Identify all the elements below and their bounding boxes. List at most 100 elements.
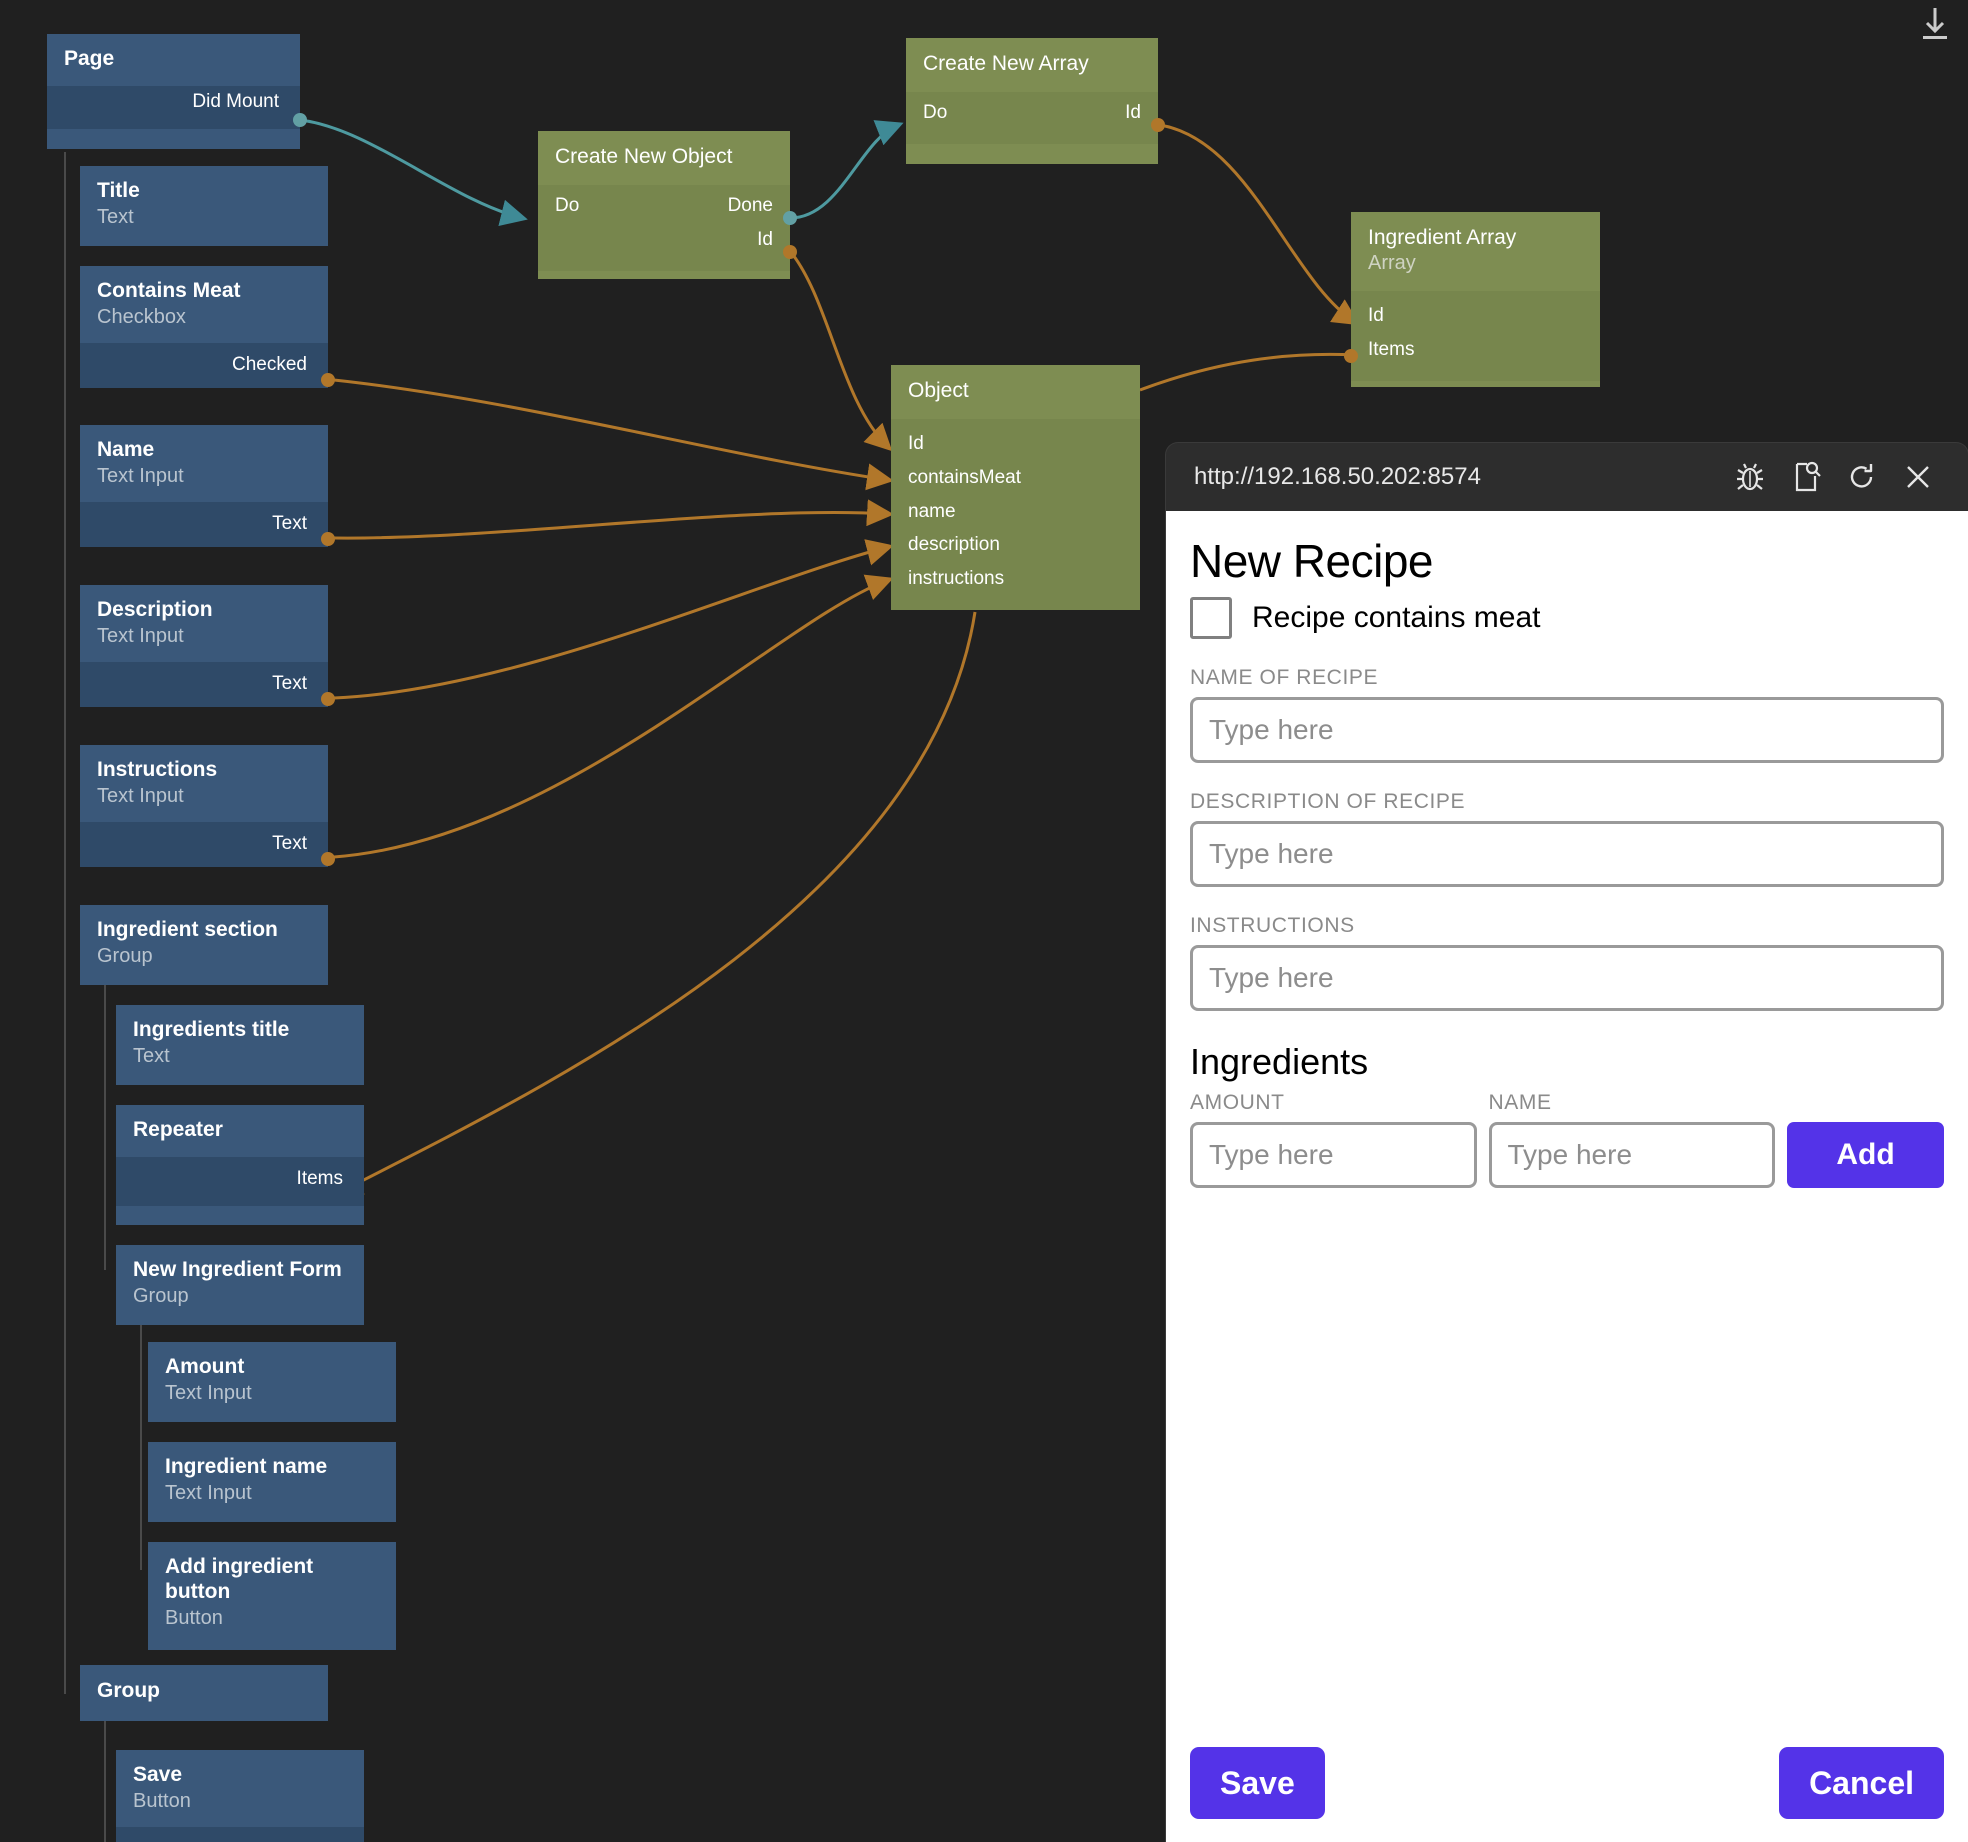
tree-node-add-ingredient-button[interactable]: Add ingredient button Button — [148, 1542, 396, 1650]
port-id[interactable]: Id — [1125, 102, 1141, 124]
tree-node-new-ingredient-form[interactable]: New Ingredient Form Group — [116, 1245, 364, 1325]
port-checked[interactable]: Checked — [232, 353, 307, 375]
port-description[interactable]: description — [908, 534, 1000, 556]
name-of-recipe-label: NAME OF RECIPE — [1190, 666, 1379, 690]
tree-node-page[interactable]: Page Did Mount — [47, 34, 300, 149]
port-do[interactable]: Do — [923, 102, 948, 124]
graph-node-create-new-object[interactable]: Create New Object Do Done Id — [538, 131, 790, 279]
port-did-mount[interactable]: Did Mount — [192, 90, 279, 112]
preview-toolbar: http://192.168.50.202:8574 — [1166, 443, 1968, 511]
tree-node-description[interactable]: Description Text Input Text — [80, 585, 328, 707]
instructions-input[interactable] — [1190, 945, 1944, 1012]
graph-port-row: description — [891, 528, 1140, 562]
tree-node-title-label: Add ingredient button — [165, 1555, 314, 1603]
ingredients-heading: Ingredients — [1190, 1041, 1369, 1083]
tree-node-name[interactable]: Name Text Input Text — [80, 425, 328, 547]
instructions-label: INSTRUCTIONS — [1190, 914, 1355, 938]
tree-node-ports: Text — [80, 821, 328, 867]
description-of-recipe-input[interactable] — [1190, 821, 1944, 888]
tree-node-instructions[interactable]: Instructions Text Input Text — [80, 745, 328, 867]
port-dot-items-array[interactable] — [1344, 349, 1358, 363]
port-items[interactable]: Items — [296, 1167, 343, 1189]
port-dot-text-instructions[interactable] — [321, 852, 335, 866]
inspect-page-icon[interactable] — [1778, 449, 1834, 505]
graph-node-ports: Id Items — [1351, 291, 1600, 381]
url-text[interactable]: http://192.168.50.202:8574 — [1194, 463, 1481, 490]
port-dot-checked[interactable] — [321, 373, 335, 387]
tree-node-title-label: Amount — [165, 1355, 245, 1378]
tree-node-ports: Text — [80, 661, 328, 707]
ingredient-name-input[interactable] — [1488, 1122, 1775, 1189]
tree-node-header: Ingredients title Text — [116, 1005, 364, 1082]
tree-node-title-label: Contains Meat — [97, 279, 241, 302]
port-dot-did-mount[interactable] — [293, 113, 307, 127]
tree-node-type: Checkbox — [97, 305, 186, 328]
ingredient-name-column: NAME — [1488, 1083, 1775, 1189]
tree-node-title-label: Ingredients title — [133, 1018, 290, 1041]
preview-window: http://192.168.50.202:8574 — [1166, 443, 1968, 1842]
tree-node-save[interactable]: Save Button — [116, 1750, 364, 1842]
tree-node-title-label: Repeater — [133, 1118, 223, 1141]
tree-node-type: Text Input — [165, 1481, 252, 1504]
tree-node-title-label: New Ingredient Form — [133, 1258, 342, 1281]
graph-node-create-new-array[interactable]: Create New Array Do Id — [906, 38, 1158, 164]
tree-node-title-label: Save — [133, 1763, 183, 1786]
tree-node-title[interactable]: Title Text — [80, 166, 328, 246]
port-dot-text-name[interactable] — [321, 532, 335, 546]
bug-icon[interactable] — [1722, 449, 1778, 505]
amount-column: AMOUNT — [1190, 1083, 1477, 1189]
graph-node-ingredient-array[interactable]: Ingredient Array Array Id Items — [1351, 212, 1600, 387]
port-contains-meat[interactable]: containsMeat — [908, 466, 1022, 488]
tree-node-ports: Text — [80, 501, 328, 547]
graph-node-header: Create New Object — [538, 131, 790, 185]
tree-node-header: Name Text Input — [80, 425, 328, 502]
tree-node-ingredient-section[interactable]: Ingredient section Group — [80, 905, 328, 985]
tree-node-type: Text Input — [97, 784, 184, 807]
tree-node-amount[interactable]: Amount Text Input — [148, 1342, 396, 1422]
port-id[interactable]: Id — [908, 433, 924, 455]
tree-node-repeater[interactable]: Repeater Items — [116, 1105, 364, 1225]
save-button[interactable]: Save — [1190, 1747, 1325, 1819]
port-id[interactable]: Id — [1368, 305, 1384, 327]
tree-node-header: Instructions Text Input — [80, 745, 328, 822]
port-text[interactable]: Text — [272, 832, 307, 854]
close-icon[interactable] — [1890, 449, 1946, 505]
port-dot-id-array[interactable] — [1151, 118, 1165, 132]
tree-node-header: Add ingredient button Button — [148, 1542, 396, 1644]
tree-node-ingredient-name[interactable]: Ingredient name Text Input — [148, 1442, 396, 1522]
amount-input[interactable] — [1190, 1122, 1477, 1189]
port-dot-id-object[interactable] — [783, 245, 797, 259]
name-of-recipe-input[interactable] — [1190, 697, 1944, 764]
preview-footer: Save Cancel — [1166, 1724, 1968, 1842]
tree-node-title-label: Description — [97, 598, 213, 621]
port-text[interactable]: Text — [272, 512, 307, 534]
contains-meat-checkbox[interactable] — [1190, 597, 1232, 640]
download-icon[interactable] — [1918, 4, 1952, 49]
tree-node-group[interactable]: Group — [80, 1665, 328, 1721]
port-do[interactable]: Do — [555, 195, 580, 217]
tree-node-contains-meat[interactable]: Contains Meat Checkbox Checked — [80, 266, 328, 388]
tree-node-type: Text Input — [97, 624, 184, 647]
port-instructions[interactable]: instructions — [908, 568, 1005, 590]
port-id[interactable]: Id — [757, 228, 773, 250]
tree-node-ingredients-title[interactable]: Ingredients title Text — [116, 1005, 364, 1085]
contains-meat-label: Recipe contains meat — [1252, 601, 1541, 635]
ingredient-entry-row: AMOUNT NAME Add — [1190, 1083, 1944, 1189]
port-dot-text-description[interactable] — [321, 692, 335, 706]
add-ingredient-button[interactable]: Add — [1787, 1122, 1944, 1189]
port-name[interactable]: name — [908, 500, 956, 522]
cancel-button[interactable]: Cancel — [1779, 1747, 1944, 1819]
reload-icon[interactable] — [1834, 449, 1890, 505]
tree-node-title-label: Title — [97, 179, 140, 202]
port-text[interactable]: Text — [272, 672, 307, 694]
description-of-recipe-label: DESCRIPTION OF RECIPE — [1190, 790, 1466, 814]
tree-node-type: Text Input — [165, 1381, 252, 1404]
port-dot-done[interactable] — [783, 211, 797, 225]
port-done[interactable]: Done — [727, 195, 773, 217]
graph-node-object[interactable]: Object Id containsMeat name description … — [891, 365, 1140, 610]
contains-meat-row: Recipe contains meat — [1190, 597, 1944, 640]
port-items[interactable]: Items — [1368, 338, 1415, 360]
graph-port-row: Items — [1351, 333, 1600, 367]
tree-node-title: Page — [64, 47, 115, 70]
tree-node-header: Save Button — [116, 1750, 364, 1827]
